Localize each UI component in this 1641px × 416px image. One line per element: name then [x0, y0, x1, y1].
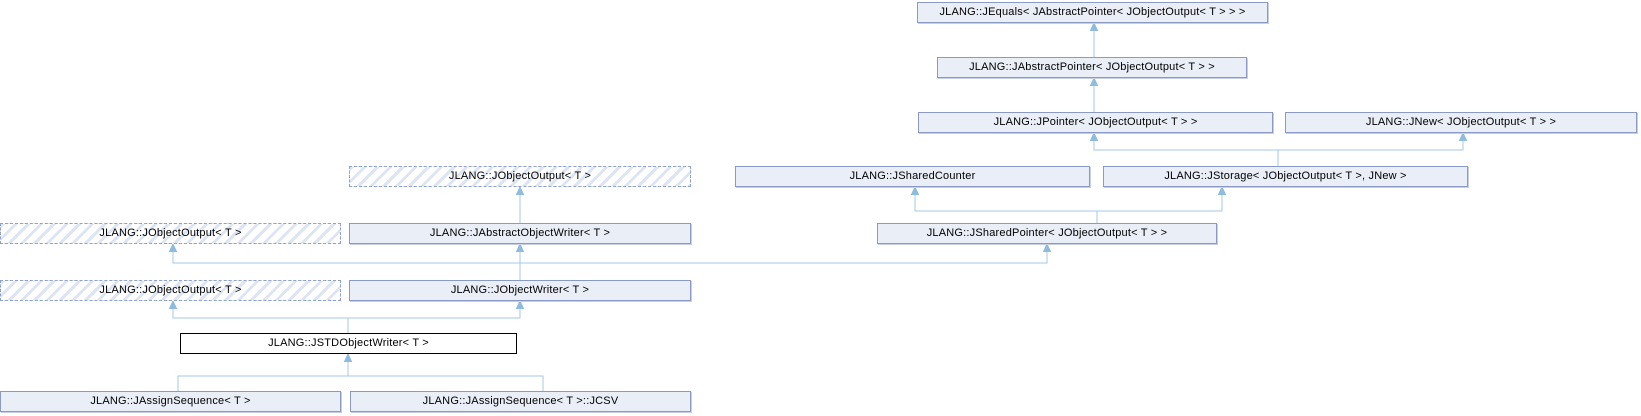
arrowhead-icon [1217, 185, 1227, 195]
class-node-label: JLANG::JObjectWriter< T > [450, 284, 590, 296]
inheritance-edge-jstdobjectwriter-to-jobjectoutput-dup3 [172, 301, 349, 333]
arrowhead-icon [1089, 131, 1099, 141]
class-node-label: JLANG::JObjectOutput< T > [99, 284, 242, 296]
inheritance-edge-jstorage-to-jpointer [1093, 133, 1279, 166]
class-node-label: JLANG::JObjectOutput< T > [448, 170, 592, 182]
class-node-label: JLANG::JAssignSequence< T > [90, 395, 251, 407]
class-node-jassignsequence[interactable]: JLANG::JAssignSequence< T > [0, 391, 341, 412]
arrowhead-icon [515, 185, 525, 195]
arrowhead-icon [910, 185, 920, 195]
arrowhead-icon [1089, 76, 1099, 86]
class-node-jequals[interactable]: JLANG::JEquals< JAbstractPointer< JObjec… [917, 2, 1268, 23]
class-node-label: JLANG::JSTDObjectWriter< T > [268, 337, 429, 349]
arrowhead-icon [515, 242, 525, 252]
class-node-jobjectoutput-dup2[interactable]: JLANG::JObjectOutput< T > [0, 223, 341, 244]
arrowhead-icon [1042, 242, 1052, 252]
class-node-jnew[interactable]: JLANG::JNew< JObjectOutput< T > > [1285, 112, 1637, 133]
class-node-label: JLANG::JAbstractObjectWriter< T > [429, 227, 611, 239]
arrowhead-icon [515, 299, 525, 309]
arrowhead-icon [343, 352, 353, 362]
inheritance-edge-jassignsequence-jcsv-to-jstdobjectwriter [348, 375, 544, 391]
class-node-jobjectwriter[interactable]: JLANG::JObjectWriter< T > [349, 280, 691, 301]
class-node-jstdobjectwriter: JLANG::JSTDObjectWriter< T > [180, 333, 517, 354]
inheritance-edge-jassignsequence-to-jstdobjectwriter [177, 354, 349, 391]
class-node-label: JLANG::JNew< JObjectOutput< T > > [1365, 116, 1557, 128]
class-node-jabstractobjectwriter[interactable]: JLANG::JAbstractObjectWriter< T > [349, 223, 691, 244]
arrowhead-icon [1458, 131, 1468, 141]
class-node-jobjectoutput-dup1[interactable]: JLANG::JObjectOutput< T > [349, 166, 691, 187]
class-node-label: JLANG::JPointer< JObjectOutput< T > > [993, 116, 1198, 128]
class-node-jobjectoutput-dup3[interactable]: JLANG::JObjectOutput< T > [0, 280, 341, 301]
class-node-label: JLANG::JAssignSequence< T >::JCSV [422, 395, 619, 407]
class-node-jabstractpointer[interactable]: JLANG::JAbstractPointer< JObjectOutput< … [937, 57, 1247, 78]
class-node-jpointer[interactable]: JLANG::JPointer< JObjectOutput< T > > [918, 112, 1273, 133]
class-node-jsharedcounter[interactable]: JLANG::JSharedCounter [735, 166, 1090, 187]
class-node-jsharedpointer[interactable]: JLANG::JSharedPointer< JObjectOutput< T … [877, 223, 1217, 244]
class-node-label: JLANG::JAbstractPointer< JObjectOutput< … [969, 61, 1215, 73]
class-node-label: JLANG::JObjectOutput< T > [99, 227, 242, 239]
class-node-label: JLANG::JSharedPointer< JObjectOutput< T … [926, 227, 1168, 239]
arrowhead-icon [168, 299, 178, 309]
inheritance-edge-jsharedpointer-to-jsharedcounter [914, 187, 1098, 223]
class-node-label: JLANG::JEquals< JAbstractPointer< JObjec… [939, 6, 1246, 18]
class-node-jstorage[interactable]: JLANG::JStorage< JObjectOutput< T >, JNe… [1103, 166, 1468, 187]
arrowhead-icon [1089, 21, 1099, 31]
class-node-label: JLANG::JSharedCounter [849, 170, 976, 182]
class-node-jassignsequence-jcsv[interactable]: JLANG::JAssignSequence< T >::JCSV [350, 391, 691, 412]
arrowhead-icon [168, 242, 178, 252]
class-node-label: JLANG::JStorage< JObjectOutput< T >, JNe… [1164, 170, 1407, 182]
